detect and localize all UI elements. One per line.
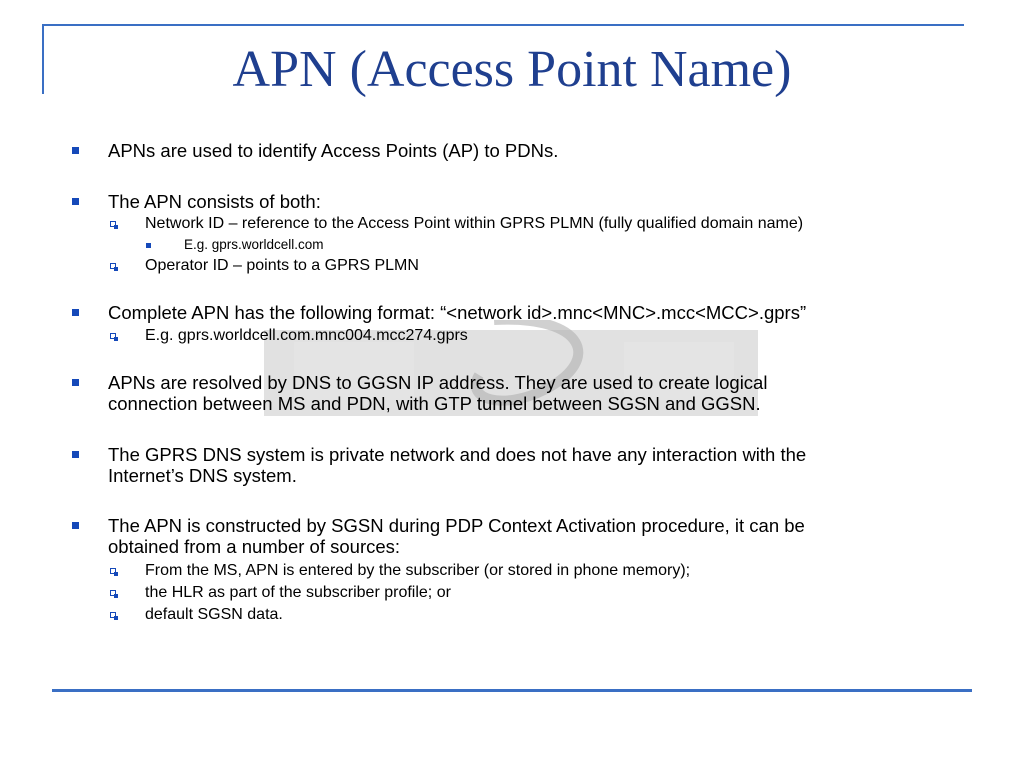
- bottom-rule: [52, 689, 972, 692]
- square-bullet-icon: [72, 379, 79, 386]
- sub-list-item: Operator ID – points to a GPRS PLMN: [110, 256, 945, 276]
- sub-list-item: the HLR as part of the subscriber profil…: [110, 583, 945, 603]
- shadow-box-bullet-icon: [110, 263, 118, 271]
- list-item: APNs are used to identify Access Points …: [72, 140, 938, 161]
- shadow-box-bullet-icon: [110, 568, 118, 576]
- sub-list-item: Network ID – reference to the Access Poi…: [110, 214, 945, 234]
- square-bullet-icon: [72, 522, 79, 529]
- shadow-box-bullet-icon: [110, 590, 118, 598]
- shadow-box-bullet-icon: [110, 221, 118, 229]
- list-item: The GPRS DNS system is private network a…: [72, 444, 938, 486]
- shadow-box-bullet-icon: [110, 333, 118, 341]
- square-bullet-icon: [72, 147, 79, 154]
- shadow-box-bullet-icon: [110, 612, 118, 620]
- square-bullet-icon: [72, 198, 79, 205]
- list-item: The APN consists of both:: [72, 191, 938, 212]
- sub-list-item: default SGSN data.: [110, 605, 945, 625]
- square-bullet-icon: [72, 451, 79, 458]
- sub-list-item: From the MS, APN is entered by the subsc…: [110, 561, 945, 581]
- list-item: APNs are resolved by DNS to GGSN IP addr…: [72, 372, 938, 414]
- square-bullet-icon: [146, 243, 151, 248]
- list-item: The APN is constructed by SGSN during PD…: [72, 515, 938, 557]
- list-item: Complete APN has the following format: “…: [72, 302, 938, 323]
- square-bullet-icon: [72, 309, 79, 316]
- sub-sub-list-item: E.g. gprs.worldcell.com: [146, 237, 944, 253]
- slide-title: APN (Access Point Name): [232, 41, 792, 98]
- top-rule: [42, 24, 964, 26]
- sub-list-item: E.g. gprs.worldcell.com.mnc004.mcc274.gp…: [110, 326, 945, 346]
- left-rule: [42, 24, 44, 94]
